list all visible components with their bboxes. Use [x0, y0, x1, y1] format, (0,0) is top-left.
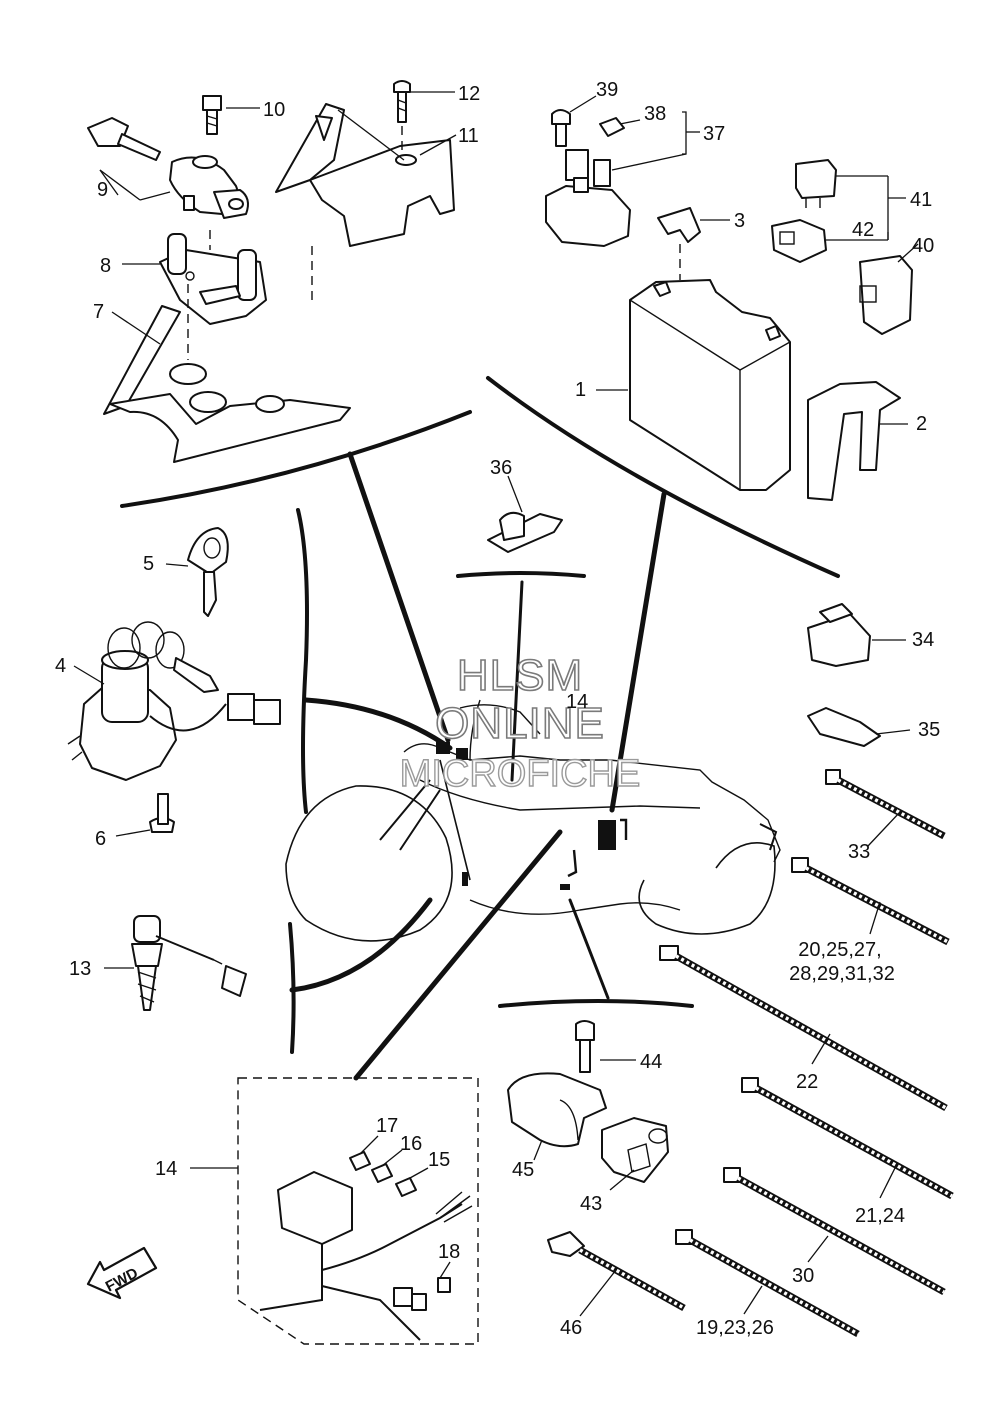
part-42-relay	[771, 219, 827, 263]
part-43-sensor	[601, 1117, 669, 1183]
part-44-bolt	[575, 1020, 595, 1073]
label-37: 37	[703, 123, 725, 145]
label-34: 34	[912, 629, 934, 651]
part-6-screw	[149, 793, 175, 833]
part-37-starter-relay	[545, 149, 631, 247]
part-13-switch	[131, 915, 247, 1011]
label-22: 22	[796, 1071, 818, 1093]
part-8-bracket	[159, 233, 267, 325]
label-11: 11	[458, 125, 479, 147]
label-21-24: 21,24	[855, 1205, 905, 1227]
part-9-key-switch	[87, 117, 249, 219]
label-8: 8	[100, 255, 111, 277]
part-7-lower-cover	[103, 305, 351, 463]
part-39-bolt	[551, 109, 571, 147]
watermark-line1: HLSM	[457, 651, 583, 700]
label-10: 10	[263, 99, 285, 121]
label-33: 33	[848, 841, 870, 863]
part-10-bolt	[202, 95, 222, 135]
watermark-line2: ONLINE	[435, 699, 605, 748]
part-5-key	[187, 527, 229, 617]
part-19-cable-tie	[675, 1229, 860, 1338]
label-14a: 14	[566, 691, 588, 713]
label-41: 41	[910, 189, 932, 211]
label-35: 35	[918, 719, 940, 741]
label-14b: 14	[155, 1158, 177, 1180]
label-36: 36	[490, 457, 512, 479]
part-36-clamp	[487, 511, 563, 553]
part-15-17-fuses	[349, 1151, 417, 1197]
watermark-line3: MICROFICHE	[400, 753, 641, 795]
label-4: 4	[55, 655, 66, 677]
label-12: 12	[458, 83, 480, 105]
part-45-cover	[507, 1072, 607, 1148]
label-18: 18	[438, 1241, 460, 1263]
label-45: 45	[512, 1159, 534, 1181]
part-11-cover	[275, 103, 455, 247]
label-1: 1	[575, 379, 586, 401]
label-40: 40	[912, 235, 934, 257]
part-35-clamp	[807, 707, 881, 747]
label-38: 38	[644, 103, 666, 125]
fwd-arrow-icon: FWD	[86, 1246, 158, 1300]
part-41-relay	[795, 159, 837, 208]
motorcycle-silhouette	[285, 699, 781, 942]
label-28-29-31-32: 28,29,31,32	[789, 963, 895, 985]
part-33-cable-tie	[825, 769, 946, 840]
part-1-battery	[629, 279, 791, 491]
label-20-25-27: 20,25,27,	[798, 939, 881, 961]
part-22-cable-tie	[659, 945, 948, 1112]
label-7: 7	[93, 301, 104, 323]
label-5: 5	[143, 553, 154, 575]
part-46-clip-tie	[547, 1231, 686, 1312]
label-39: 39	[596, 79, 618, 101]
label-42: 42	[852, 219, 874, 241]
part-4-main-switch	[67, 621, 281, 781]
label-19-23-26: 19,23,26	[696, 1317, 774, 1339]
label-16: 16	[400, 1133, 422, 1155]
label-30: 30	[792, 1265, 814, 1287]
part-34-clamp	[807, 603, 871, 667]
label-3: 3	[734, 210, 745, 232]
part-30-cable-tie	[723, 1167, 946, 1296]
label-13: 13	[69, 958, 91, 980]
label-17: 17	[376, 1115, 398, 1137]
part-38-fuse	[599, 117, 625, 137]
label-43: 43	[580, 1193, 602, 1215]
label-46: 46	[560, 1317, 582, 1339]
label-9: 9	[97, 179, 108, 201]
label-6: 6	[95, 828, 106, 850]
label-44: 44	[640, 1051, 662, 1073]
part-14-wire-harness-box	[237, 1077, 479, 1345]
label-2: 2	[916, 413, 927, 435]
part-21-cable-tie	[741, 1077, 954, 1200]
part-12-screw	[393, 80, 411, 123]
label-15: 15	[428, 1149, 450, 1171]
reference-labels: 10 12 11 9 8 7 39 38 37 3 41 42 40 1 2 3…	[55, 79, 940, 1339]
part-40-relay	[859, 255, 913, 335]
part-2-battery-band	[807, 381, 901, 501]
part-3-terminal-cover	[657, 207, 701, 243]
part-20-cable-tie	[791, 857, 950, 946]
